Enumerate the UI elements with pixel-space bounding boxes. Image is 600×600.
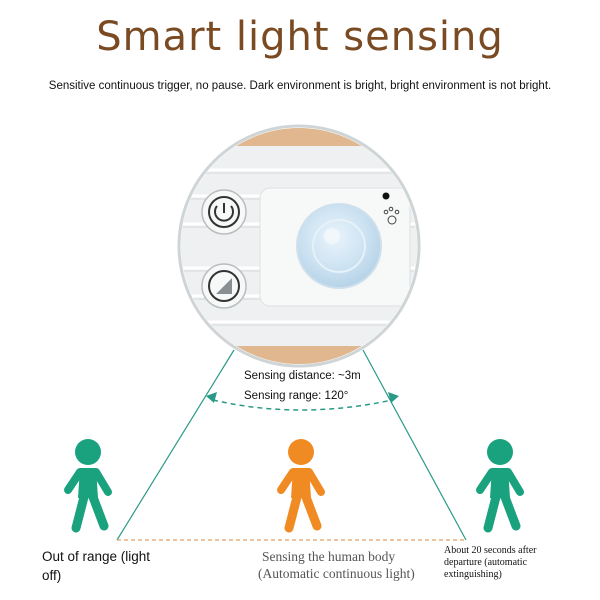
indicator-dot-icon xyxy=(382,192,390,200)
arc-arrow-right-icon xyxy=(388,392,399,403)
center-status-line2: (Automatic continuous light) xyxy=(258,566,415,581)
device-closeup xyxy=(177,124,421,368)
range-arc xyxy=(212,399,393,411)
person-center-icon xyxy=(277,439,325,533)
arc-arrow-left-icon xyxy=(206,392,217,403)
power-button-icon xyxy=(201,189,247,235)
left-status-label: Out of range (light off) xyxy=(42,549,151,583)
person-left-icon xyxy=(64,439,112,533)
center-status-line1: Sensing the human body xyxy=(262,549,396,564)
sensing-distance-label: Sensing distance: ~3m xyxy=(244,370,361,382)
person-right-icon xyxy=(476,439,524,533)
sensing-cone xyxy=(116,349,467,541)
right-status-label: About 20 seconds after departure (automa… xyxy=(444,545,537,580)
play-button-icon xyxy=(201,263,247,309)
subtitle: Sensitive continuous trigger, no pause. … xyxy=(48,80,552,92)
pir-sensor-icon xyxy=(296,203,382,289)
page-title: Smart light sensing xyxy=(96,14,504,60)
sensing-range-label: Sensing range: 120° xyxy=(244,390,349,402)
paw-icon xyxy=(383,206,400,225)
